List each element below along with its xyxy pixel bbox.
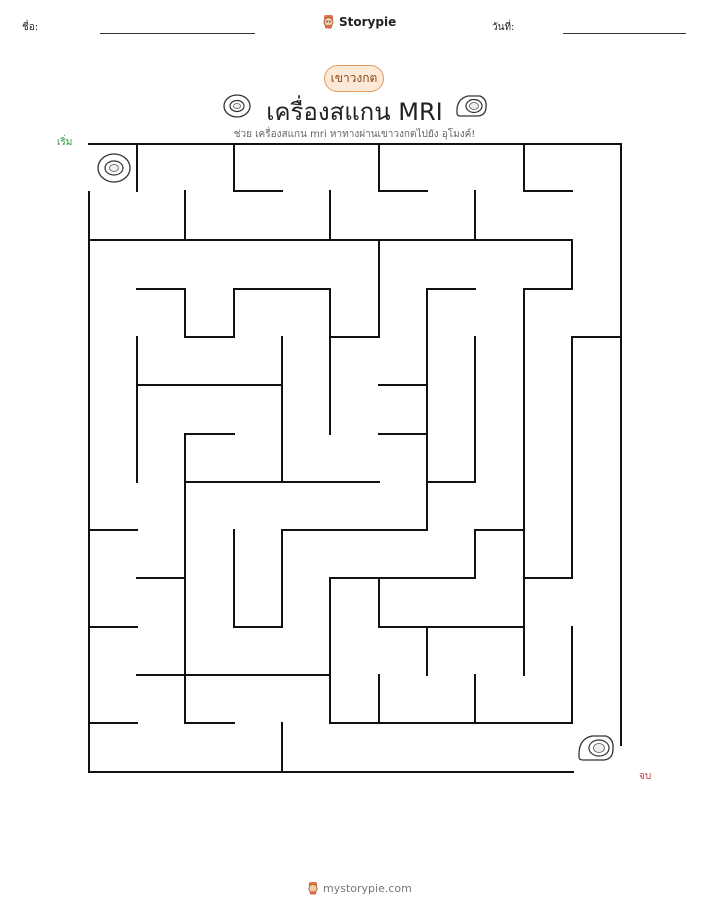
page-subtitle: ช่วย เครื่องสแกน mri หาทางผ่านเขาวงกตไปย…	[233, 129, 476, 140]
donut-ring-icon	[223, 94, 251, 118]
date-label: วันที่:	[492, 22, 515, 33]
date-line[interactable]	[563, 33, 686, 34]
end-mri-tunnel-icon	[578, 735, 614, 761]
end-label: จบ	[639, 771, 652, 782]
start-donut-icon	[97, 153, 131, 183]
footer: mystorypie.com	[307, 881, 412, 895]
name-line[interactable]	[100, 33, 255, 34]
mri-tunnel-icon	[456, 95, 487, 117]
start-label: เริ่ม	[57, 137, 73, 148]
brand-name: Storypie	[339, 14, 397, 29]
maze-walls	[88, 143, 622, 773]
category-badge: เขาวงกต	[324, 65, 384, 92]
page-title: เครื่องสแกน MRI	[266, 98, 443, 126]
brand-logo: Storypie	[322, 14, 396, 29]
storypie-mascot-icon	[323, 15, 334, 29]
name-label: ชื่อ:	[22, 22, 39, 33]
storypie-mascot-icon	[308, 882, 318, 895]
footer-site-link[interactable]: mystorypie.com	[323, 881, 412, 895]
